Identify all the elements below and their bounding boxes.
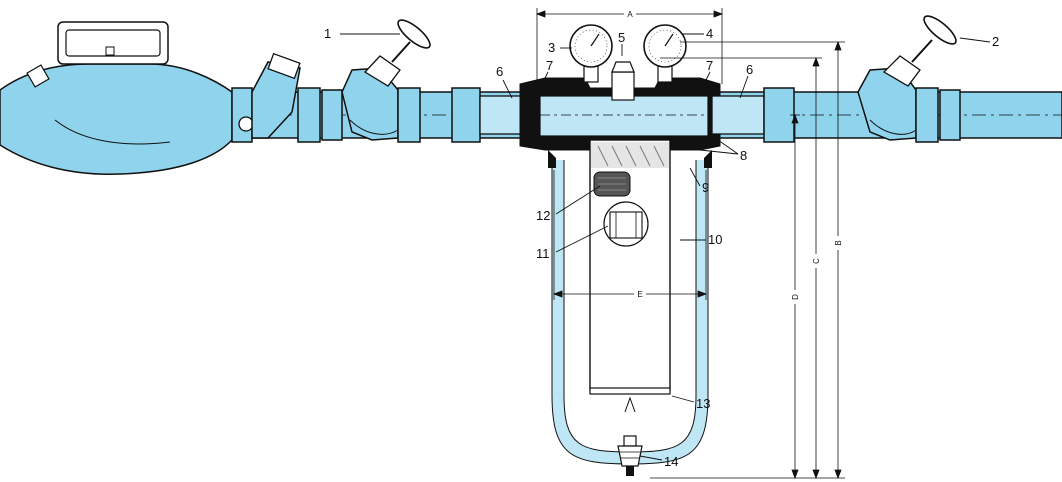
dimension-label-e: E <box>637 290 642 299</box>
filter-head <box>519 61 721 151</box>
filter-housing-icon <box>548 139 712 465</box>
left-couplings <box>231 52 343 143</box>
right-shutoff-valve <box>857 15 961 143</box>
callout-7-left: 7 <box>546 58 553 73</box>
valve-icon <box>341 19 431 143</box>
dimension-label-b: B <box>834 240 843 245</box>
callout-6-left: 6 <box>496 64 503 79</box>
callout-1: 1 <box>324 26 331 41</box>
callout-8: 8 <box>740 148 747 163</box>
callout-10: 10 <box>708 232 722 247</box>
callout-13: 13 <box>696 396 710 411</box>
drain-valve-icon <box>617 435 643 476</box>
dimension-label-a: A <box>627 10 633 19</box>
callout-6-right: 6 <box>746 62 753 77</box>
dimension-label-c: C <box>812 258 821 264</box>
callout-4: 4 <box>706 26 713 41</box>
callout-leaders <box>340 33 991 461</box>
left-connection-fitting <box>451 87 531 143</box>
right-connection-fitting <box>711 87 795 143</box>
callout-7-right: 7 <box>706 58 713 73</box>
water-meter-icon <box>0 21 233 175</box>
callout-labels: 1 2 3 4 5 6 7 7 6 8 9 10 11 12 13 14 <box>324 26 999 469</box>
callout-12: 12 <box>536 208 550 223</box>
pressure-gauge-icon <box>569 24 687 83</box>
dimension-label-d: D <box>791 294 800 300</box>
callout-5: 5 <box>618 30 625 45</box>
callout-14: 14 <box>664 454 678 469</box>
callout-2: 2 <box>992 34 999 49</box>
callout-9: 9 <box>702 180 709 195</box>
callout-3: 3 <box>548 40 555 55</box>
callout-11: 11 <box>536 246 550 261</box>
